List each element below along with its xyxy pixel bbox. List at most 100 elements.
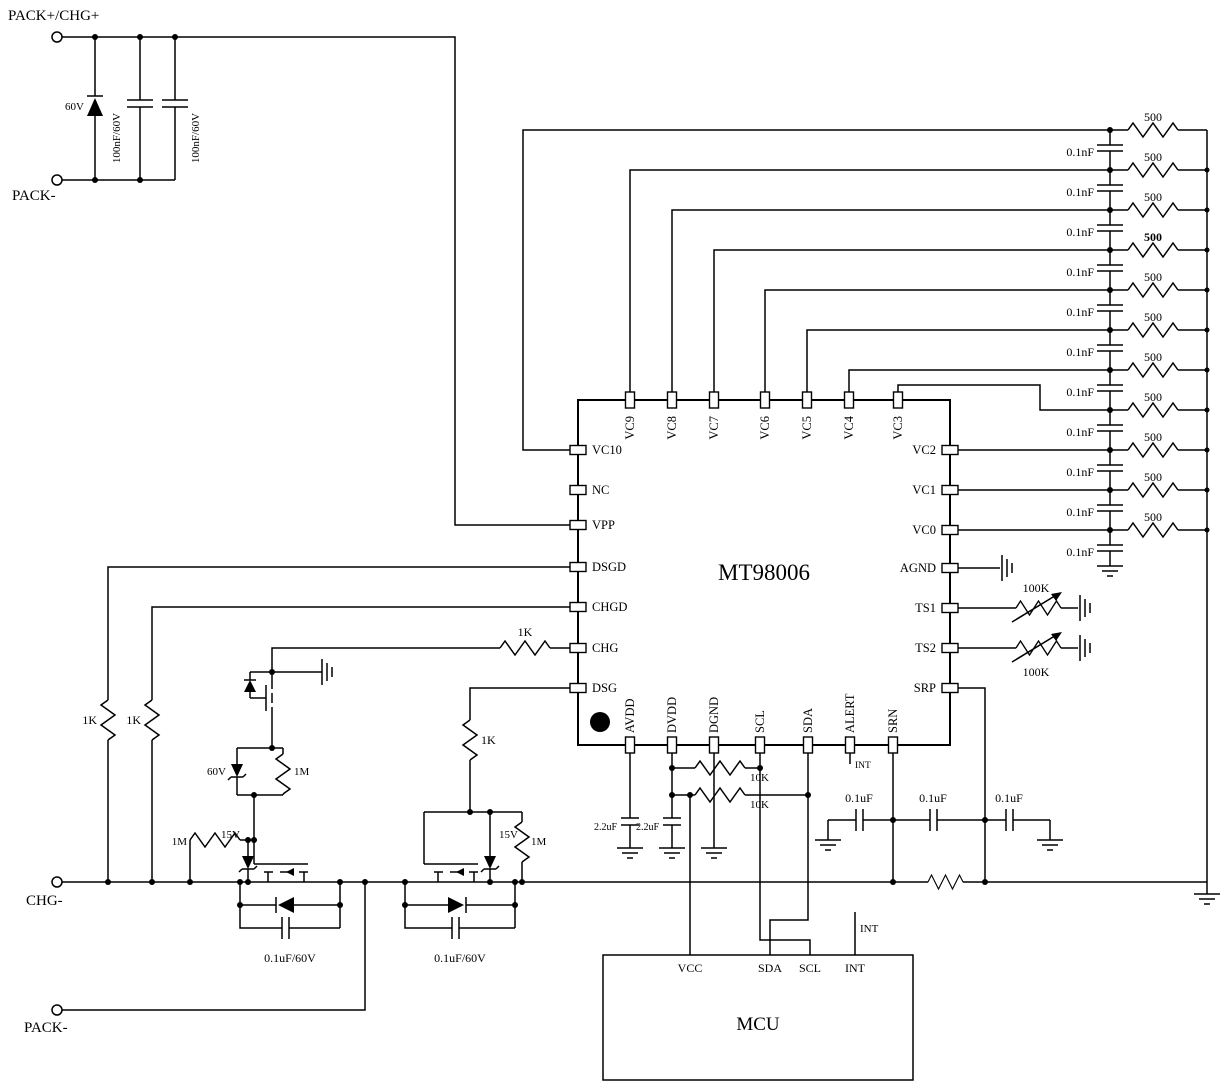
svg-text:1K: 1K: [126, 713, 141, 727]
chgd-wire: [151, 606, 570, 882]
pack-minus-terminal-top: [51, 174, 63, 186]
svg-text:0.1uF/60V: 0.1uF/60V: [264, 951, 316, 965]
svg-text:1K: 1K: [518, 625, 533, 639]
pin-chgd: CHGD: [592, 600, 627, 614]
svg-text:500: 500: [1144, 230, 1162, 244]
fet1-stage: 1M 15V 0.1uF/60V: [172, 829, 341, 965]
dsg-wire: [469, 687, 570, 812]
power-rail: CHG- PACK-: [24, 874, 1221, 1036]
pack-minus-wire: [62, 882, 366, 1011]
pin-avdd: AVDD: [623, 699, 637, 734]
pin-dvdd: DVDD: [665, 697, 679, 733]
svg-text:0.1nF: 0.1nF: [1066, 345, 1094, 359]
pin-vpp: VPP: [592, 518, 615, 532]
svg-text:0.1uF/60V: 0.1uF/60V: [434, 951, 486, 965]
thermistor-100k: [1015, 640, 1062, 656]
vc3-wire: [897, 384, 1110, 411]
pin-vc4: VC4: [842, 415, 856, 439]
svg-text:500: 500: [1144, 510, 1162, 524]
power-fet-2: [423, 863, 479, 883]
pin-vc1: VC1: [912, 483, 936, 497]
svg-text:0.1uF: 0.1uF: [995, 791, 1023, 805]
pin-vc3: VC3: [891, 416, 905, 440]
mcu-name: MCU: [736, 1014, 780, 1035]
alert-net-label: INT: [855, 761, 871, 771]
tvs-diode-60v: 60V: [65, 95, 103, 116]
ic-mt98006: MT98006 VC9 VC8 VC7 VC6 VC5 VC4 VC3 VC10…: [569, 391, 959, 754]
svg-text:0.1nF: 0.1nF: [1066, 505, 1094, 519]
fet2-gate-zener-15v: [480, 848, 500, 878]
chg-minus-label: CHG-: [26, 893, 63, 909]
resistor-500: [1127, 282, 1179, 298]
pin-vc7: VC7: [707, 416, 721, 440]
pin-nc: NC: [592, 483, 609, 497]
fet2-stage: 1K 15V 1M 0.1uF/60V: [404, 687, 570, 965]
svg-text:100nF/60V: 100nF/60V: [190, 113, 202, 163]
svg-text:1K: 1K: [481, 733, 496, 747]
svg-text:1M: 1M: [531, 836, 547, 848]
ground-symbol: [1079, 594, 1091, 622]
svg-text:0.1uF: 0.1uF: [919, 791, 947, 805]
pin-chg: CHG: [592, 641, 618, 655]
svg-text:0.1nF: 0.1nF: [1066, 145, 1094, 159]
svg-text:500: 500: [1144, 110, 1162, 124]
shunt-resistor: [927, 874, 964, 890]
pin-vc9: VC9: [623, 416, 637, 440]
fet2-cap: [404, 905, 516, 939]
svg-text:15V: 15V: [221, 829, 240, 841]
svg-text:0.1uF: 0.1uF: [845, 791, 873, 805]
resistor-500: [1127, 522, 1179, 538]
filter-cap-plates: [1097, 144, 1123, 552]
pin-vc8: VC8: [665, 416, 679, 440]
ground-symbol: [814, 839, 842, 851]
resistor-500: [1127, 162, 1179, 178]
mcu-block: MCU VCC SDA SCL INT: [602, 954, 914, 1081]
sda-wire: [769, 753, 809, 955]
dsgd-pulldown-1k: [100, 699, 116, 741]
mcu-pin-vcc: VCC: [678, 961, 703, 975]
supply-decoupling: 2.2uF 2.2uF: [594, 753, 728, 859]
mcu-pin-sda: SDA: [758, 961, 782, 975]
pack-plus-rail: [62, 36, 570, 526]
input-cap-2: 100nF/60V: [162, 99, 202, 163]
pin-dgnd: DGND: [707, 697, 721, 733]
vc10-wire: [522, 129, 1110, 451]
pin-vc5: VC5: [800, 416, 814, 440]
fet1-cap: [239, 905, 341, 939]
pin-ts1: TS1: [915, 601, 936, 615]
thermistor-ts1: 100K: [958, 581, 1091, 623]
vc7-wire: [713, 249, 1110, 392]
pack-plus-label: PACK+/CHG+: [8, 8, 99, 24]
pin-vc6: VC6: [758, 416, 772, 440]
clamp-zener-60v: [227, 756, 247, 786]
chg-wire: [271, 647, 570, 672]
vc5-wire: [806, 329, 1110, 392]
pin-vc0: VC0: [912, 523, 936, 537]
svg-text:500: 500: [1144, 150, 1162, 164]
pin-dsg: DSG: [592, 681, 617, 695]
svg-text:100nF/60V: 100nF/60V: [111, 113, 123, 163]
svg-text:1M: 1M: [172, 836, 188, 848]
pack-minus-bottom-label: PACK-: [24, 1020, 68, 1036]
junction-dots: [92, 34, 1210, 908]
pin-scl: SCL: [753, 710, 767, 733]
resistor-500: [1127, 242, 1179, 258]
pack-plus-terminal: [51, 31, 63, 43]
svg-text:15V: 15V: [499, 829, 518, 841]
chgd-pulldown-1k: [144, 699, 160, 741]
svg-text:500: 500: [1144, 350, 1162, 364]
svg-text:500: 500: [1144, 390, 1162, 404]
svg-text:100K: 100K: [1023, 665, 1050, 679]
chg-driver-stage: 1K 60V 1M: [207, 625, 570, 864]
clamp-resistor-1m: [275, 753, 291, 795]
svg-text:0.1nF: 0.1nF: [1066, 545, 1094, 559]
vc9-wire: [629, 169, 1110, 392]
ground-symbol: [1001, 554, 1013, 582]
resistor-500: [1127, 362, 1179, 378]
pin-vc2: VC2: [912, 443, 936, 457]
pin-vc10: VC10: [592, 443, 622, 457]
ground-symbol: [658, 847, 686, 859]
thermistor-ts2: 100K: [958, 632, 1091, 679]
ground-symbol: [321, 658, 333, 686]
